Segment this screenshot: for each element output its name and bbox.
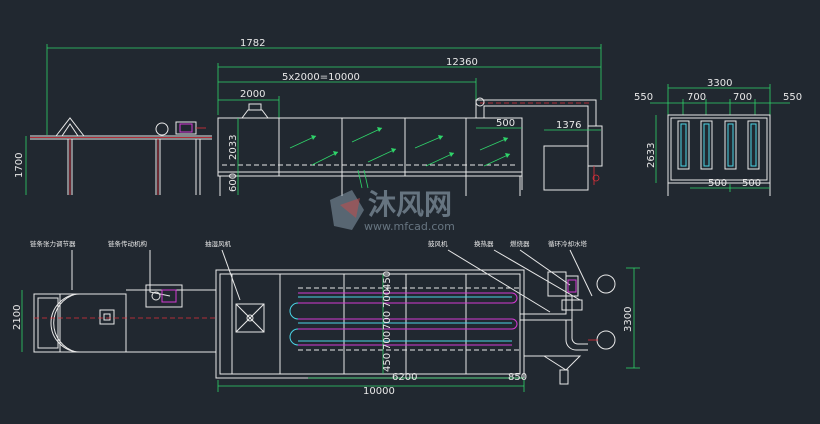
- note-exhaust-fan: 抽湿风机: [205, 239, 232, 248]
- dim-side-550-right: 550: [783, 92, 802, 103]
- dim-plan-v-700-a: 700: [382, 289, 393, 308]
- dim-side-width: 3300: [707, 78, 732, 89]
- dim-plan-width: 2100: [12, 305, 23, 330]
- dim-side-500-a: 500: [708, 178, 727, 189]
- watermark-url: www.mfcad.com: [364, 220, 455, 233]
- note-cooling-tower: 循环冷却水塔: [548, 239, 588, 248]
- dim-plan-v-450-bottom: 450: [382, 353, 393, 372]
- dim-offset-right: 500: [496, 118, 515, 129]
- watermark-brand: 沐风网: [368, 188, 452, 221]
- dim-top-total: 1782: [240, 38, 265, 49]
- plan-view: 链条张力调节器 链条传动机构 抽湿风机 鼓风机 换热器 燃烧器 循环冷却水塔 2…: [12, 239, 640, 397]
- airflow-arrows: [289, 127, 511, 189]
- note-burner: 燃烧器: [510, 239, 530, 248]
- dim-section-width: 2000: [240, 89, 265, 100]
- note-chain-drive: 链条传动机构: [108, 239, 148, 248]
- dim-sections: 5x2000=10000: [282, 72, 360, 83]
- note-chain-tension: 链条张力调节器: [30, 239, 76, 248]
- dim-plan-v-700-c: 700: [382, 331, 393, 350]
- dim-side-550-left: 550: [634, 92, 653, 103]
- dim-height-low: 600: [228, 173, 239, 192]
- dim-plan-850: 850: [508, 372, 527, 383]
- heating-pipes: [289, 287, 520, 351]
- dim-plan-6200: 6200: [392, 372, 417, 383]
- dim-outlet-width: 1376: [556, 120, 581, 131]
- dim-plan-height: 3300: [623, 307, 634, 332]
- dim-height-left: 1700: [14, 153, 25, 178]
- dim-side-700-b: 700: [733, 92, 752, 103]
- dim-plan-v-700-b: 700: [382, 311, 393, 330]
- dim-side-height: 2633: [646, 143, 657, 168]
- note-blower: 鼓风机: [428, 239, 448, 248]
- dim-side-700-a: 700: [687, 92, 706, 103]
- dim-height-mid: 2033: [228, 135, 239, 160]
- watermark: 沐风网 www.mfcad.com: [330, 188, 455, 233]
- note-heat-exchanger: 换热器: [474, 239, 494, 248]
- dim-side-500-b: 500: [742, 178, 761, 189]
- front-elevation: 1782 12360 5x2000=10000 2000 1700: [14, 38, 603, 196]
- dim-plan-length: 10000: [363, 386, 395, 397]
- dim-plan-v-450-top: 450: [382, 271, 393, 290]
- dim-oven-total: 12360: [446, 57, 478, 68]
- side-view: 3300 550 700 700 550 2633 500 500: [634, 78, 802, 196]
